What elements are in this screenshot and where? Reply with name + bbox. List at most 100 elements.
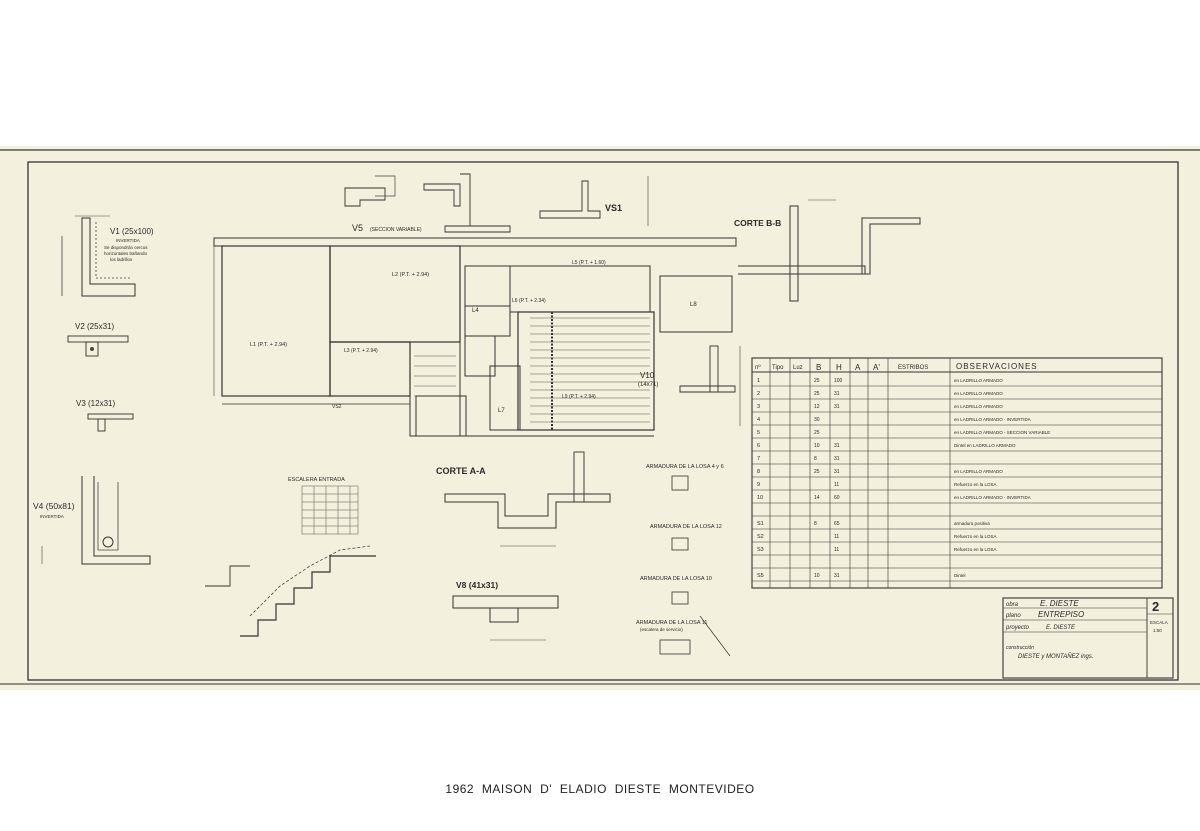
sched-cell: 14 (814, 495, 820, 501)
sched-cell: Refuerzo en la LOSA (954, 482, 997, 487)
label-l6: L6 (P.T. + 2.34) (512, 298, 546, 304)
sched-cell: S5 (757, 573, 764, 579)
v10-size: (14x71) (638, 382, 658, 388)
floor-plan: L1 (P.T. + 2.94) L2 (P.T. + 2.94) L3 (P.… (213, 237, 737, 437)
sched-cell: en LADRILLO ARMADO (954, 404, 1003, 409)
v4-title: V4 (50x81) (33, 501, 75, 511)
sched-header: Luz (793, 365, 803, 371)
label-l9: L9 (P.T. + 2.94) (562, 394, 596, 400)
sched-cell: 12 (814, 404, 820, 410)
sched-header: A' (873, 363, 880, 372)
corte-bb-title: CORTE B-B (734, 218, 781, 228)
v1-note: Se dispondrán cercos (104, 245, 148, 250)
escalera-entrada: ESCALERA ENTRADA (205, 477, 376, 637)
plano-label: plano (1005, 613, 1021, 619)
sched-cell: 31 (834, 573, 840, 579)
drawing-sheet: V1 (25x100) INVERTIDA Se dispondrán cerc… (0, 146, 1200, 690)
sched-header: ESTRIBOS (898, 365, 928, 371)
sched-cell: Refuerzo en la LOSA (954, 547, 997, 552)
sched-cell: 11 (834, 534, 839, 540)
sched-cell: 1 (757, 378, 760, 384)
sched-header: A (855, 363, 861, 372)
losa-11-title: ARMADURA DE LA LOSA 11 (636, 620, 707, 626)
sched-cell: armadura positiva (954, 521, 990, 526)
v8-title: V8 (41x31) (456, 580, 498, 590)
v1-note: INVERTIDA (116, 238, 140, 243)
label-l3: L3 (P.T. + 2.94) (344, 348, 378, 354)
label-l2: L2 (P.T. + 2.94) (392, 272, 429, 278)
sched-cell: S3 (757, 547, 764, 553)
sched-cell: en LADRILLO ARMADO - SECCION VARIABLE (954, 430, 1050, 435)
detail-v1: V1 (25x100) INVERTIDA Se dispondrán cerc… (61, 215, 154, 297)
sched-header: nº (755, 364, 761, 371)
room-l6 (464, 335, 496, 377)
sched-cell: en LADRILLO ARMADO (954, 391, 1003, 396)
sched-cell: 8 (814, 456, 817, 462)
escalera-title: ESCALERA ENTRADA (288, 477, 345, 483)
sched-cell: 11 (834, 482, 839, 488)
page-caption: 1962 MAISON D' ELADIO DIESTE MONTEVIDEO (445, 782, 755, 796)
room-l8 (659, 275, 733, 333)
label-vs2: VS2 (332, 404, 342, 410)
sched-cell: 9 (757, 482, 760, 488)
structural-drawing: V1 (25x100) INVERTIDA Se dispondrán cerc… (0, 149, 1200, 685)
v1-note: los ladrillos (110, 257, 133, 262)
escala-label: ESCALA (1150, 620, 1168, 625)
sched-header: OBSERVACIONES (956, 362, 1038, 371)
proyecto-value: E. DIESTE (1046, 625, 1076, 631)
obra-value: E. DIESTE (1040, 599, 1079, 608)
v2-title: V2 (25x31) (75, 322, 114, 331)
sched-cell: 60 (834, 495, 840, 501)
corte-bb: CORTE B-B (734, 199, 921, 302)
sched-cell: 30 (814, 417, 820, 423)
room-l9 (517, 311, 655, 431)
sched-cell: 2 (757, 391, 760, 397)
detail-v3: V3 (12x31) (76, 399, 134, 432)
label-l8: L8 (690, 302, 697, 308)
v5-note: (SECCION VARIABLE) (370, 227, 422, 233)
drawing-frame (27, 161, 1179, 681)
sched-cell: 8 (814, 521, 817, 527)
v5-title: V5 (352, 223, 363, 233)
losa-10-title: ARMADURA DE LA LOSA 10 (640, 576, 712, 582)
detail-v4: V4 (50x81) INVERTIDA (33, 476, 151, 565)
sched-cell: en LADRILLO ARMADO (954, 469, 1003, 474)
v3-title: V3 (12x31) (76, 399, 115, 408)
v1-title: V1 (25x100) (110, 227, 154, 236)
sched-cell: S2 (757, 534, 764, 540)
detail-v10 (679, 345, 741, 426)
sched-cell: 4 (757, 417, 760, 423)
sched-cell: Refuerzo en la LOSA (954, 534, 997, 539)
sched-cell: 65 (834, 521, 840, 527)
sched-cell: 25 (814, 430, 820, 436)
sched-cell: en LADRILLO ARMADO - INVERTIDA (954, 495, 1031, 500)
label-l1: L1 (P.T. + 2.94) (250, 342, 287, 348)
sched-cell: 31 (834, 469, 840, 475)
label-l5: L5 (P.T. + 1.60) (572, 260, 606, 266)
sched-cell: en LADRILLO ARMADO (954, 378, 1003, 383)
sched-cell: 31 (834, 404, 840, 410)
escala-value: 1:50 (1153, 628, 1162, 633)
sched-cell: 10 (814, 443, 820, 449)
sched-cell: 3 (757, 404, 760, 410)
sched-cell: 8 (757, 469, 760, 475)
sched-cell: 100 (834, 378, 843, 384)
sched-cell: 25 (814, 391, 820, 397)
v1-note: horizontales bañando (104, 251, 148, 256)
losa-12-title: ARMADURA DE LA LOSA 12 (650, 524, 722, 530)
sched-cell: 31 (834, 443, 840, 449)
losa-11-note: (escalera de servicio) (640, 627, 683, 632)
sched-cell: 25 (814, 469, 820, 475)
sched-cell: Dintel (954, 573, 966, 578)
corte-aa: CORTE A-A (436, 451, 611, 547)
detail-v2: V2 (25x31) (67, 322, 129, 357)
construccion-label: construcción (1006, 645, 1034, 651)
detail-v8: V8 (41x31) (452, 580, 559, 641)
label-l4: L4 (472, 308, 479, 314)
obra-label: obra (1006, 602, 1019, 608)
sched-header: H (836, 363, 842, 372)
sched-cell: 11 (834, 547, 839, 553)
vs1-title: VS1 (605, 203, 622, 213)
sched-cell: 31 (834, 391, 840, 397)
sched-cell: 10 (757, 495, 763, 501)
